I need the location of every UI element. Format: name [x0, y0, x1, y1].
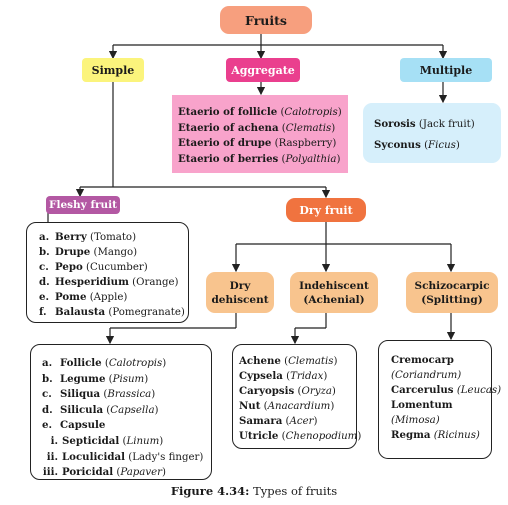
multiple-item: Syconus (Ficus)	[374, 139, 460, 151]
indehiscent-label-1: Indehiscent	[299, 279, 369, 292]
aggregate-list: Etaerio of follicle (Calotropis) Etaerio…	[172, 95, 348, 173]
schizocarpic-item-example: (Mimosa)	[391, 415, 440, 426]
capsule-subitem: iii.Poricidal (Papaver)	[42, 466, 167, 479]
dehiscent-item: d.Silicula (Capsella)	[42, 403, 159, 416]
dehiscent-item: c.Siliqua (Brassica)	[42, 388, 156, 401]
schizocarpic-item: Regma (Ricinus)	[391, 429, 480, 441]
figure-caption: Figure 4.34: Types of fruits	[0, 484, 508, 498]
aggregate-label: Aggregate	[231, 63, 295, 77]
schizocarpic-item-name: Cremocarp	[391, 354, 454, 366]
multiple-label: Multiple	[419, 63, 473, 77]
figure-number: Figure 4.34:	[170, 484, 250, 498]
indehiscent-item: Samara (Acer)	[239, 415, 318, 427]
figure-title: Types of fruits	[253, 484, 338, 498]
dehiscent-item: a.Follicle (Calotropis)	[42, 357, 167, 369]
fleshy-item: b.Drupe (Mango)	[39, 246, 138, 258]
dry-fruit-label: Dry fruit	[299, 203, 353, 217]
schizocarpic-list: Cremocarp (Coriandrum) Carcerulus (Leuca…	[378, 340, 502, 459]
fleshy-item: a.Berry (Tomato)	[39, 231, 137, 243]
fleshy-item: e.Pome (Apple)	[39, 291, 128, 303]
capsule-subitem: ii.Loculicidal (Lady's finger)	[46, 450, 204, 463]
dry-fruit-node: Dry fruit	[286, 198, 366, 222]
dehiscent-item: b.Legume (Pisum)	[42, 372, 149, 385]
fleshy-item: f.Balausta (Pomegranate)	[39, 306, 185, 318]
indehiscent-item: Utricle (Chenopodium)	[239, 430, 362, 442]
fleshy-fruit-label: Fleshy fruit	[49, 199, 117, 211]
simple-node: Simple	[82, 58, 144, 82]
schizocarpic-item-example: (Coriandrum)	[391, 370, 462, 381]
capsule-subitem: i.Septicidal (Linum)	[50, 434, 164, 447]
dry-dehiscent-label-2: dehiscent	[211, 293, 269, 306]
aggregate-item: Etaerio of berries (Polyalthia)	[178, 152, 341, 165]
indehiscent-item: Cypsela (Tridax)	[239, 370, 328, 382]
fleshy-item: d.Hesperidium (Orange)	[39, 276, 179, 288]
multiple-list: Sorosis (Jack fruit) Syconus (Ficus)	[363, 103, 501, 163]
aggregate-item: Etaerio of follicle (Calotropis)	[178, 106, 342, 118]
fleshy-item: c.Pepo (Cucumber)	[39, 261, 148, 273]
dry-dehiscent-node: Dry dehiscent	[206, 272, 274, 313]
dry-dehiscent-list: a.Follicle (Calotropis) b.Legume (Pisum)…	[30, 344, 212, 480]
indehiscent-item: Achene (Clematis)	[239, 355, 338, 367]
indehiscent-node: Indehiscent (Achenial)	[290, 272, 378, 313]
aggregate-item: Etaerio of achena (Clematis)	[178, 121, 336, 134]
multiple-node: Multiple	[400, 58, 492, 82]
multiple-item: Sorosis (Jack fruit)	[374, 118, 475, 130]
aggregate-node: Aggregate	[226, 58, 300, 82]
fruits-node: Fruits	[220, 6, 312, 34]
schizocarpic-item-name: Lomentum	[391, 399, 453, 411]
fleshy-fruit-node: Fleshy fruit	[46, 196, 120, 214]
dry-dehiscent-label-1: Dry	[229, 279, 251, 292]
simple-label: Simple	[91, 63, 135, 77]
fruits-label: Fruits	[245, 12, 287, 28]
dehiscent-item: e.Capsule	[42, 419, 106, 432]
fleshy-fruit-list: a.Berry (Tomato) b.Drupe (Mango) c.Pepo …	[26, 222, 189, 323]
indehiscent-item: Caryopsis (Oryza)	[239, 385, 336, 397]
indehiscent-list: Achene (Clematis) Cypsela (Tridax) Caryo…	[232, 344, 362, 449]
schizocarpic-label-1: Schizocarpic	[414, 279, 490, 292]
indehiscent-label-2: (Achenial)	[303, 293, 365, 306]
schizocarpic-label-2: (Splitting)	[421, 293, 483, 306]
aggregate-item: Etaerio of drupe (Raspberry)	[178, 137, 337, 149]
schizocarpic-item: Carcerulus (Leucas)	[391, 384, 502, 396]
schizocarpic-node: Schizocarpic (Splitting)	[406, 272, 498, 313]
indehiscent-item: Nut (Anacardium)	[239, 400, 335, 412]
